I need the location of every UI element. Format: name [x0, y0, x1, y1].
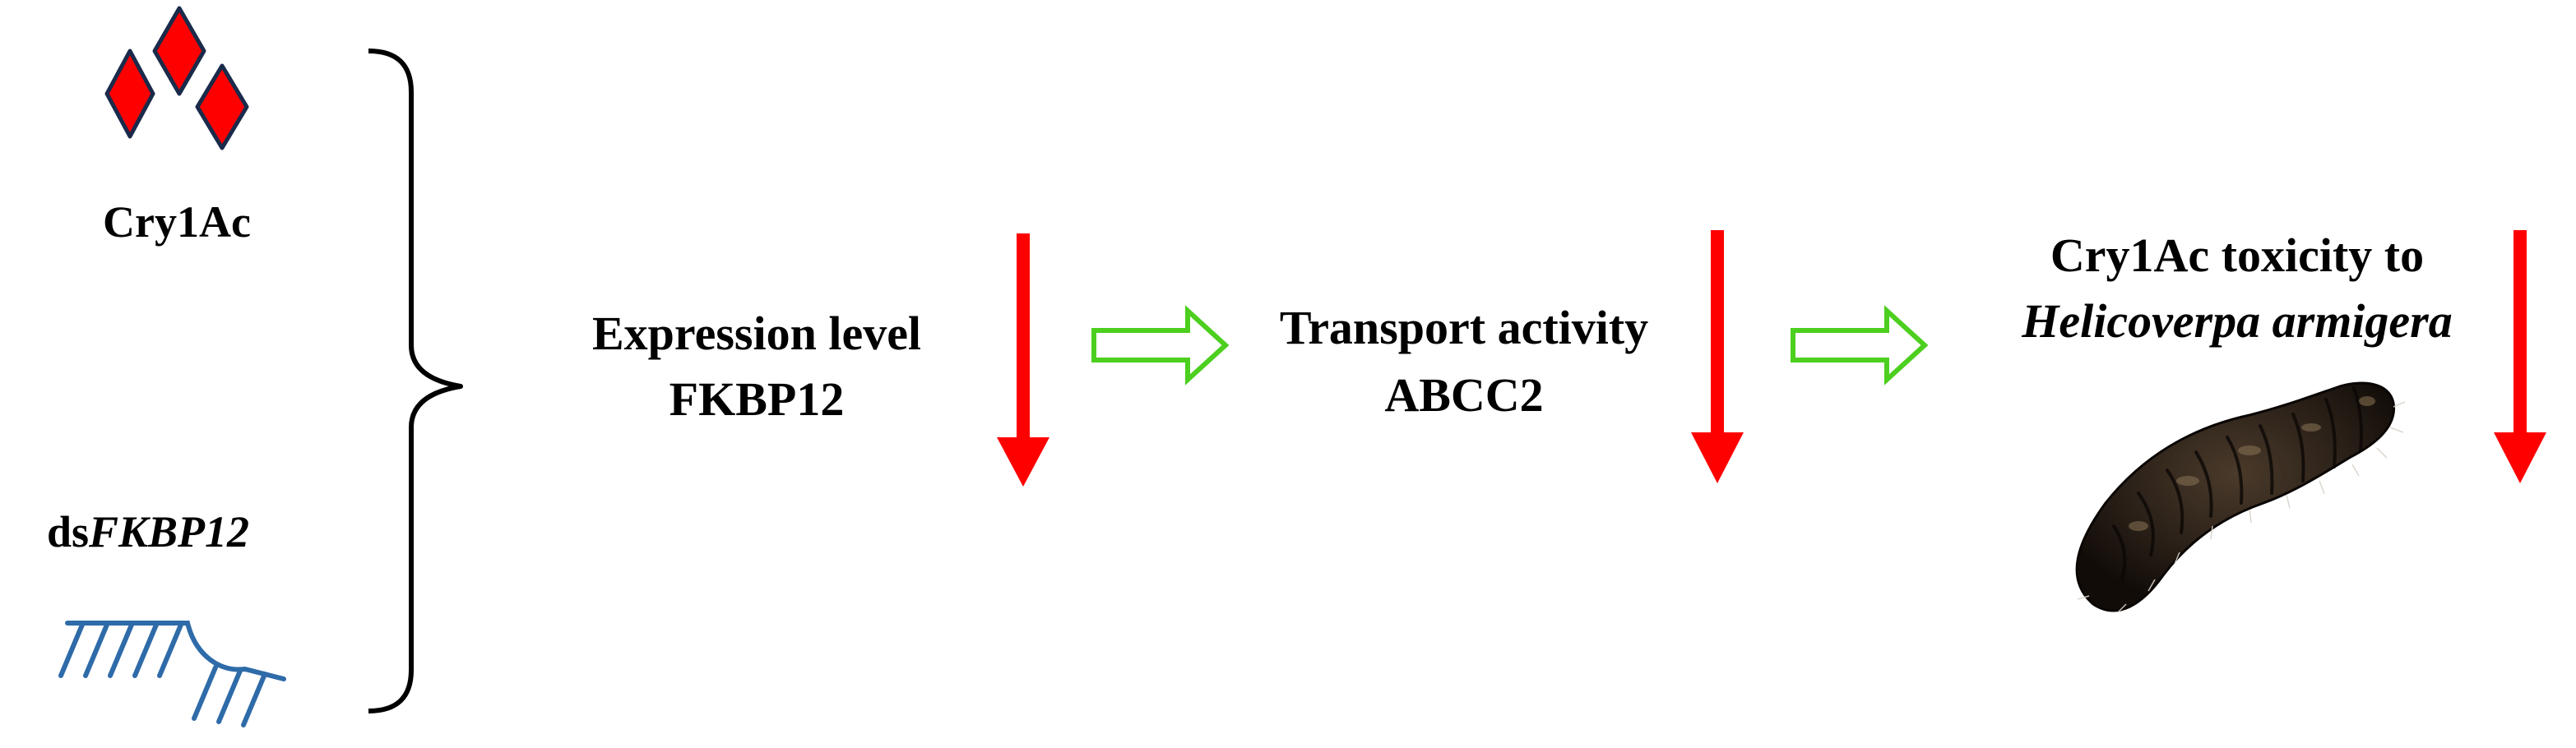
step-1-line2: FKBP12 — [669, 372, 845, 426]
toxin-label: Cry1Ac — [103, 197, 251, 247]
dsrna-tooth — [241, 672, 267, 727]
step-2-line1: Transport activity — [1280, 301, 1648, 354]
dsrna-tooth — [157, 622, 183, 678]
diamond-crystals-icon — [104, 6, 249, 150]
down-arrow-shaft — [2513, 230, 2527, 436]
dsrna-label: dsFKBP12 — [47, 507, 249, 556]
right-curly-brace-icon — [368, 48, 463, 713]
down-arrow-shaft — [1711, 230, 1724, 436]
hollow-right-arrow-icon — [1791, 305, 1929, 386]
dsrna-comb-icon — [58, 621, 286, 727]
dsrna-tooth — [108, 622, 134, 678]
down-arrow-head — [1691, 432, 1744, 483]
hollow-right-arrow-icon — [1091, 305, 1230, 386]
dsrna-tooth — [58, 622, 85, 678]
step-2-line2: ABCC2 — [1384, 368, 1543, 422]
down-arrow-shaft — [1017, 233, 1030, 441]
larva-icon — [2075, 381, 2406, 613]
down-arrow-icon — [997, 233, 1049, 487]
dsrna-tooth — [216, 668, 243, 724]
dsrna-label-prefix: ds — [47, 507, 89, 556]
crystal-diamond-right — [195, 63, 249, 150]
crystal-diamond-top — [152, 6, 206, 96]
down-arrow-head — [997, 437, 1049, 487]
step-3-line1: Cry1Ac toxicity to — [2050, 229, 2424, 282]
larva-segments — [2112, 386, 2363, 581]
larva-highlights — [2129, 396, 2375, 531]
down-arrow-icon — [1691, 230, 1744, 483]
larva-body — [2075, 381, 2395, 612]
dsrna-tooth — [83, 622, 109, 678]
crystal-diamond-left — [104, 48, 155, 139]
step-1-line1: Expression level — [592, 307, 921, 360]
dsrna-tooth — [192, 665, 218, 721]
down-arrow-icon — [2494, 230, 2546, 483]
larva-hairs — [2077, 401, 2406, 613]
down-arrow-head — [2494, 432, 2546, 483]
dsrna-tooth — [132, 622, 159, 678]
dsrna-label-gene: FKBP12 — [88, 507, 249, 556]
step-3-line2: Helicoverpa armigera — [2021, 294, 2453, 348]
